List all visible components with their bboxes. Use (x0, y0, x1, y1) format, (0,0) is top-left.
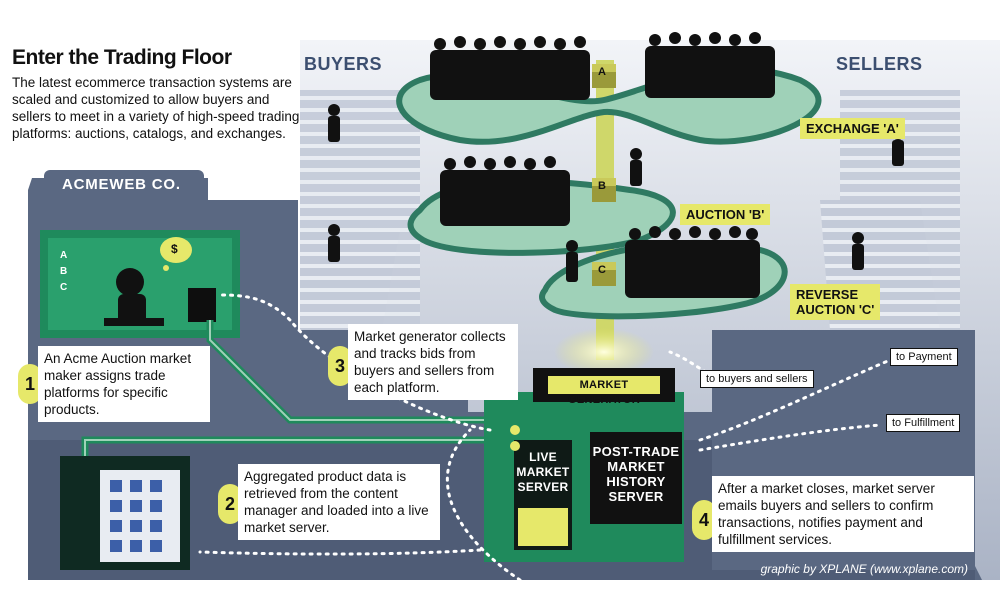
acmeweb-tab (44, 170, 204, 200)
screen-label-b: B (60, 266, 68, 277)
page-title: Enter the Trading Floor (12, 46, 232, 69)
post-line-2: MARKET (607, 459, 665, 474)
live-market-server-label: LIVE MARKET SERVER (514, 450, 572, 495)
post-line-1: POST-TRADE (592, 444, 680, 459)
buyers-header: BUYERS (304, 54, 383, 74)
cube-c (592, 262, 616, 286)
to-buyers-sellers-label: to buyers and sellers (700, 370, 814, 388)
post-line-4: SERVER (608, 489, 664, 504)
cube-b-label: B (598, 180, 606, 192)
live-line-2: MARKET (516, 465, 570, 479)
operator-figure (104, 268, 216, 326)
thought-bubble (160, 237, 192, 263)
crowd-exchange-sellers (645, 32, 775, 98)
crowd-exchange-buyers (430, 36, 590, 100)
market-generator-label: MARKET GENERATOR (568, 379, 640, 406)
reverse-auction-c-label: REVERSE AUCTION 'C' (790, 284, 881, 320)
to-payment-label: to Payment (890, 348, 958, 366)
step-2-text: Aggregated product data is retrieved fro… (238, 464, 440, 540)
product-grid (110, 480, 162, 552)
left-lower-staircase (300, 230, 400, 340)
live-line-3: SERVER (517, 480, 569, 494)
sellers-header: SELLERS (836, 54, 923, 74)
screen-label-c: C (60, 282, 68, 293)
exchange-a-label: EXCHANGE 'A' (800, 118, 905, 139)
step-4-text: After a market closes, market server ema… (712, 476, 974, 552)
post-trade-server-label: POST-TRADE MARKET HISTORY SERVER (590, 444, 682, 504)
auction-b-label: AUCTION 'B' (680, 204, 771, 225)
crowd-auction (440, 156, 570, 226)
crowd-reverse-auction (625, 226, 760, 298)
generator-glow (554, 328, 654, 376)
company-header: ACMEWEB CO. (62, 176, 181, 193)
screen-label-a: A (60, 250, 68, 261)
cube-a (592, 64, 616, 88)
step-1-text: An Acme Auction market maker assigns tra… (38, 346, 210, 422)
reverse-label-line-2: AUCTION 'C' (796, 302, 875, 317)
intro-text: The latest ecommerce transaction systems… (12, 75, 300, 141)
step-3-text: Market generator collects and tracks bid… (348, 324, 518, 400)
post-line-3: HISTORY (606, 474, 666, 489)
cube-b (592, 178, 616, 202)
post-trade-server (590, 432, 682, 524)
flow-arrows (198, 293, 892, 582)
cube-a-label: A (598, 66, 606, 78)
to-fulfillment-label: to Fulfillment (886, 414, 961, 432)
graphic-credit: graphic by XPLANE (www.xplane.com) (760, 562, 968, 576)
cube-c-label: C (598, 264, 606, 276)
reverse-label-line-1: REVERSE (796, 287, 859, 302)
money-icon: $ (171, 242, 178, 256)
live-line-1: LIVE (529, 450, 557, 464)
